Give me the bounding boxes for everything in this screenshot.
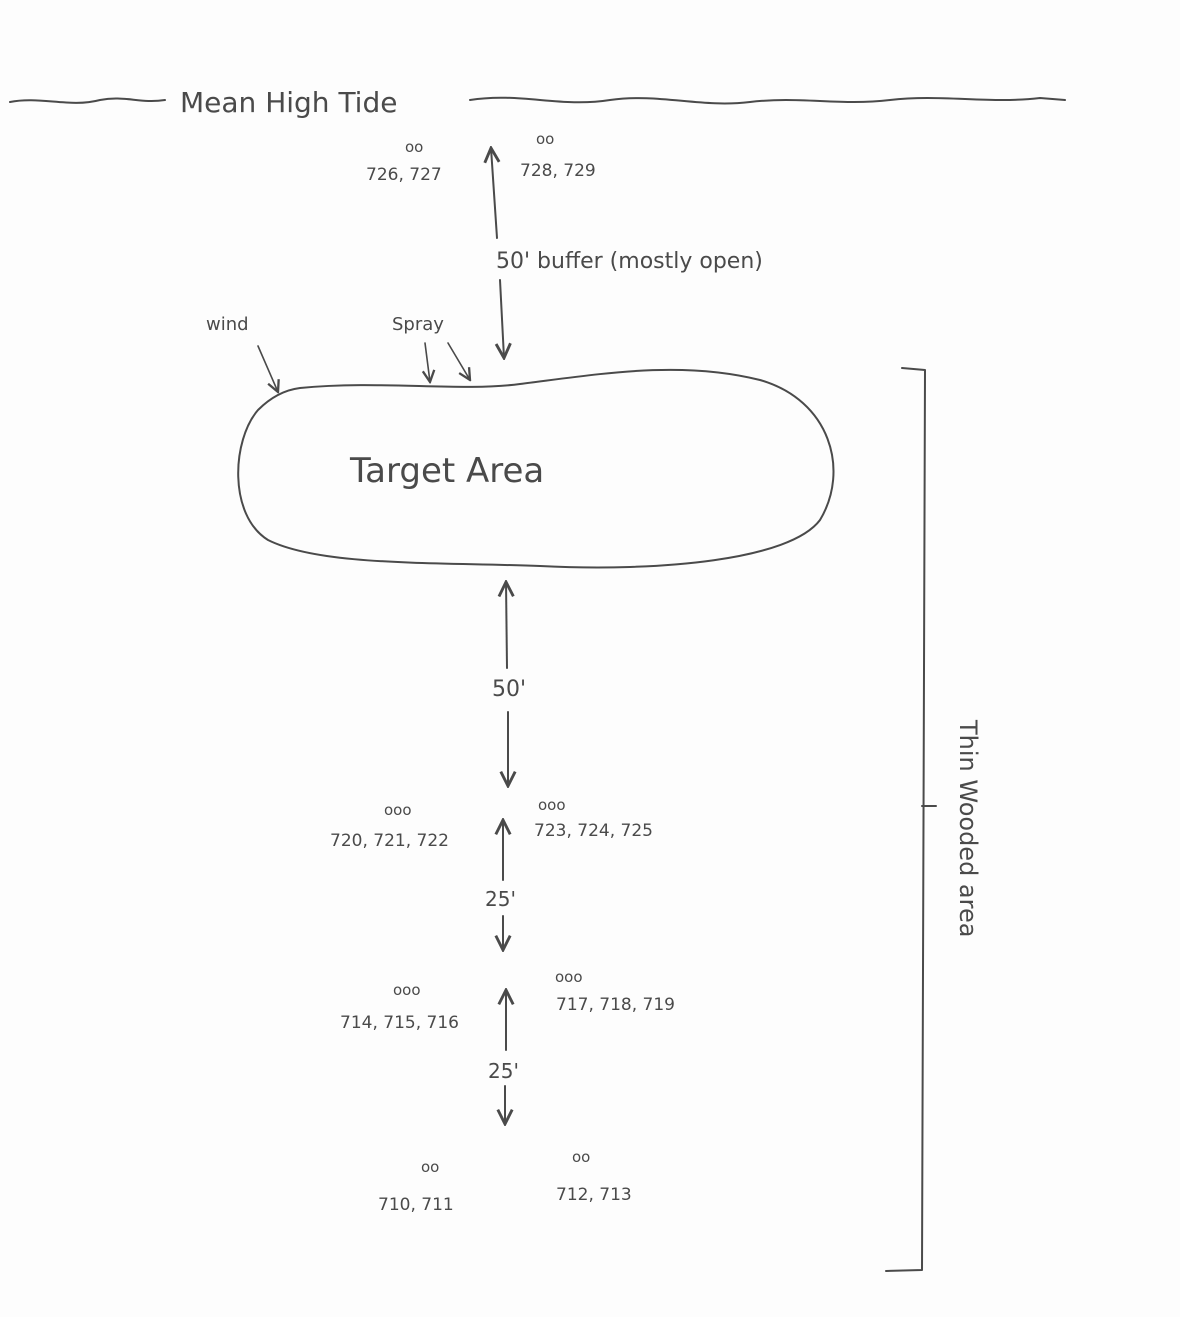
station-ids-712: 712, 713 <box>556 1185 632 1205</box>
wind-label: wind <box>206 314 249 335</box>
station-ids-717: 717, 718, 719 <box>556 995 675 1015</box>
station-marker-717: ooo <box>555 968 583 986</box>
shoreline-line-right <box>469 96 1066 105</box>
buffer-label: 50' buffer (mostly open) <box>496 249 763 274</box>
buffer-arrow-down <box>500 279 504 358</box>
station-marker-710: oo <box>421 1158 439 1176</box>
spray-arrow-1 <box>425 342 430 382</box>
station-marker-726: oo <box>405 138 423 156</box>
distance-50-arrow-up <box>506 582 507 669</box>
distance-25b-label: 25' <box>488 1059 519 1083</box>
station-ids-714: 714, 715, 716 <box>340 1013 459 1033</box>
station-marker-728: oo <box>536 130 554 148</box>
spray-label: Spray <box>392 314 444 335</box>
target-area-outline <box>237 368 835 569</box>
station-ids-726: 726, 727 <box>366 165 442 185</box>
wooded-area-bracket <box>885 367 937 1272</box>
wind-arrow <box>257 345 278 392</box>
station-ids-723: 723, 724, 725 <box>534 821 653 841</box>
shoreline-label: Mean High Tide <box>180 86 397 119</box>
station-ids-720: 720, 721, 722 <box>330 831 449 851</box>
target-area-label: Target Area <box>349 451 544 491</box>
buffer-arrow-up <box>491 148 497 239</box>
distance-25a-label: 25' <box>485 887 516 911</box>
station-marker-712: oo <box>572 1148 590 1166</box>
station-marker-720: ooo <box>384 801 412 819</box>
shoreline-line-left <box>9 97 166 104</box>
wooded-area-label: Thin Wooded area <box>954 719 982 937</box>
spray-arrow-2 <box>447 342 470 380</box>
station-ids-710: 710, 711 <box>378 1195 454 1215</box>
distance-50-label: 50' <box>492 677 526 702</box>
station-marker-723: ooo <box>538 796 566 814</box>
station-ids-728: 728, 729 <box>520 161 596 181</box>
station-marker-714: ooo <box>393 981 421 999</box>
